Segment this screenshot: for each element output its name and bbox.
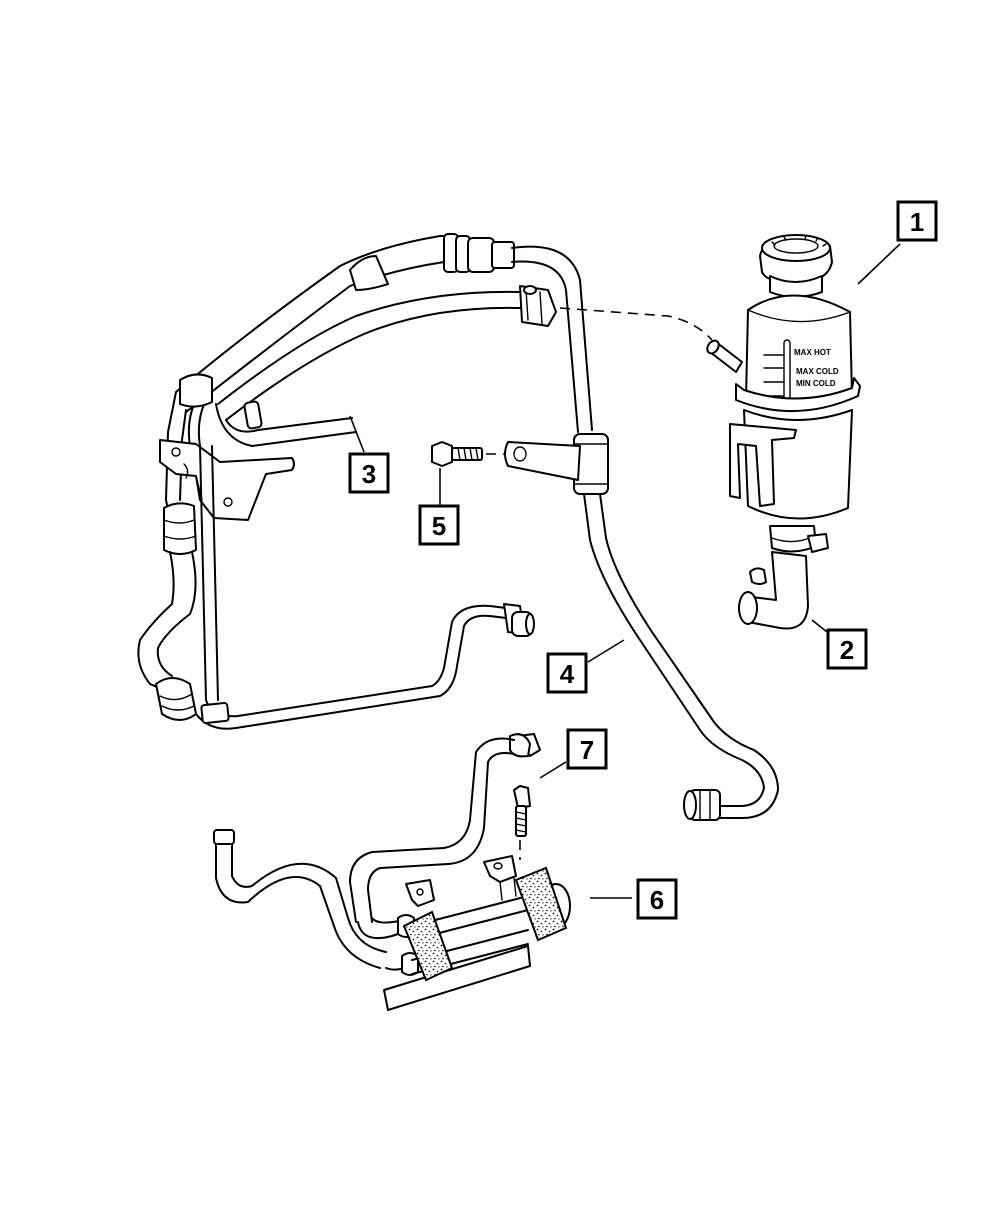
pressure-hose-part	[137, 233, 593, 730]
leader-line-4	[587, 639, 625, 663]
callout-4: 4	[546, 652, 588, 694]
callout-4-label: 4	[560, 659, 575, 689]
leader-line-1	[857, 243, 901, 285]
callout-7: 7	[566, 728, 608, 770]
leader-line-7	[539, 761, 567, 779]
callout-3-label: 3	[362, 459, 376, 489]
leader-line-3	[349, 415, 365, 453]
return-tube-part	[573, 433, 779, 821]
callout-1: 1	[896, 200, 938, 242]
min-cold-label: MIN COLD	[796, 379, 836, 388]
callout-7-label: 7	[580, 735, 594, 765]
reservoir-part: MAX HOT MAX COLD MIN COLD	[706, 234, 861, 630]
callout-2-label: 2	[840, 635, 854, 665]
max-cold-label: MAX COLD	[796, 367, 839, 376]
callout-3: 3	[348, 452, 390, 494]
callout-5: 5	[418, 504, 460, 546]
callout-6: 6	[636, 878, 678, 920]
bolt-part-5	[431, 441, 581, 481]
callout-5-label: 5	[432, 511, 446, 541]
callout-2: 2	[826, 628, 868, 670]
max-hot-label: MAX HOT	[794, 348, 831, 357]
hose-routing-dashed-line	[559, 307, 713, 341]
bolt-part-7	[513, 785, 531, 860]
callout-6-label: 6	[650, 885, 664, 915]
cooler-part	[213, 733, 571, 1011]
callout-1-label: 1	[910, 207, 924, 237]
